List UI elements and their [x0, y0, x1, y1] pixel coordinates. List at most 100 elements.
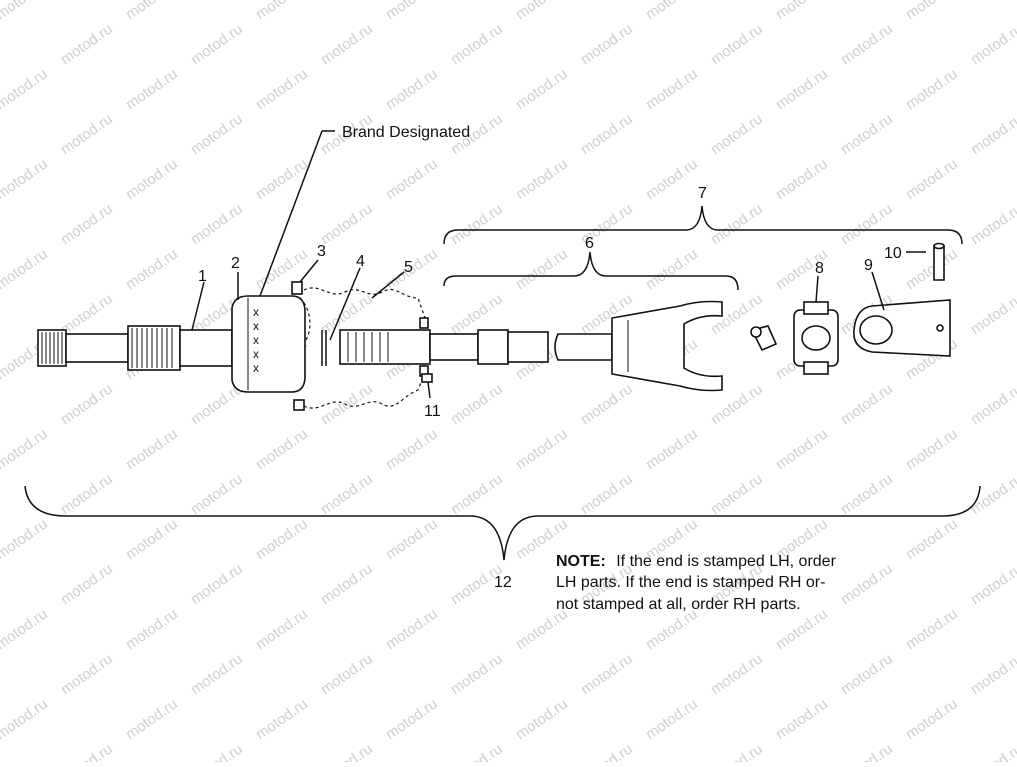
part-label-11: 11 — [424, 403, 441, 420]
watermark-text: motod.ru — [578, 20, 636, 68]
watermark-text: motod.ru — [58, 560, 116, 608]
part-label-7: 7 — [698, 185, 707, 202]
part-label-2: 2 — [231, 255, 240, 272]
watermark-text: motod.ru — [513, 0, 571, 23]
part-label-8: 8 — [815, 260, 824, 277]
watermark-text: motod.ru — [773, 65, 831, 113]
watermark-text: motod.ru — [123, 605, 181, 653]
watermark-text: motod.ru — [903, 695, 961, 743]
watermark-text: motod.ru — [448, 200, 506, 248]
watermark-text: motod.ru — [773, 155, 831, 203]
watermark-text: motod.ru — [968, 290, 1017, 338]
brand-designated-label: Brand Designated — [342, 124, 470, 141]
watermark-text: motod.ru — [123, 65, 181, 113]
part-9-yoke-flange — [853, 299, 951, 357]
note-bold: NOTE: — [556, 553, 606, 570]
watermark-text: motod.ru — [0, 515, 51, 563]
watermark-text: motod.ru — [58, 20, 116, 68]
watermark-text: motod.ru — [383, 515, 441, 563]
watermark-text: motod.ru — [513, 65, 571, 113]
part-label-12: 12 — [494, 574, 512, 591]
watermark-text: motod.ru — [903, 515, 961, 563]
watermark-text: motod.ru — [643, 695, 701, 743]
watermark-text: motod.ru — [58, 200, 116, 248]
watermark-text: motod.ru — [188, 110, 246, 158]
brace-12 — [24, 485, 981, 561]
watermark-text: motod.ru — [513, 425, 571, 473]
watermark-text: motod.ru — [708, 110, 766, 158]
watermark-text: motod.ru — [318, 470, 376, 518]
note-line-2: LH parts. If the end is stamped RH or- — [556, 574, 825, 591]
watermark-text: motod.ru — [578, 470, 636, 518]
watermark-text: motod.ru — [968, 110, 1017, 158]
watermark-text: motod.ru — [0, 425, 51, 473]
watermark-text: motod.ru — [188, 200, 246, 248]
watermark-text: motod.ru — [0, 245, 51, 293]
watermark-text: motod.ru — [123, 245, 181, 293]
watermark-text: motod.ru — [838, 380, 896, 428]
watermark-text: motod.ru — [123, 425, 181, 473]
watermark-text: motod.ru — [188, 470, 246, 518]
watermark-text: motod.ru — [903, 0, 961, 23]
watermark-text: motod.ru — [318, 200, 376, 248]
watermark-text: motod.ru — [58, 110, 116, 158]
watermark-text: motod.ru — [0, 0, 51, 23]
note-block: NOTE: If the end is stamped LH, order LH… — [556, 553, 837, 613]
part-label-6: 6 — [585, 235, 594, 252]
watermark-text: motod.ru — [968, 470, 1017, 518]
watermark-text: motod.ru — [578, 650, 636, 698]
watermark-text: motod.ru — [968, 650, 1017, 698]
watermark-text: motod.ru — [253, 425, 311, 473]
brace-6 — [443, 251, 739, 291]
watermark-text: motod.ru — [188, 740, 246, 762]
watermark-text: motod.ru — [903, 155, 961, 203]
watermark-text: motod.ru — [58, 380, 116, 428]
note-line-3: not stamped at all, order RH parts. — [556, 596, 801, 613]
part-label-9: 9 — [864, 257, 873, 274]
watermark-text: motod.ru — [578, 380, 636, 428]
watermark-text: motod.ru — [0, 605, 51, 653]
watermark-text: motod.ru — [123, 695, 181, 743]
watermark-text: motod.ru — [968, 560, 1017, 608]
brace-7 — [443, 205, 963, 245]
watermark-text: motod.ru — [708, 740, 766, 762]
watermark-text: motod.ru — [968, 380, 1017, 428]
watermark-text: motod.ru — [0, 155, 51, 203]
watermark-text: motod.ru — [318, 650, 376, 698]
part-8-cross-bearing — [750, 301, 839, 375]
watermark-text: motod.ru — [123, 515, 181, 563]
watermark-text: motod.ru — [708, 470, 766, 518]
part-label-1: 1 — [198, 268, 207, 285]
watermark-text: motod.ru — [253, 0, 311, 23]
watermark-text: motod.ru — [513, 155, 571, 203]
watermark-text: motod.ru — [968, 20, 1017, 68]
watermark-text: motod.ru — [513, 695, 571, 743]
watermark-text: motod.ru — [643, 0, 701, 23]
watermark-text: motod.ru — [448, 470, 506, 518]
watermark-text: motod.ru — [838, 650, 896, 698]
stamp-mark: x — [253, 347, 259, 361]
watermark-text: motod.ru — [838, 470, 896, 518]
leader-lines — [191, 130, 885, 399]
watermark-text: motod.ru — [643, 65, 701, 113]
watermark-text: motod.ru — [253, 155, 311, 203]
watermark-text: motod.ru — [253, 695, 311, 743]
watermark-text: motod.ru — [253, 515, 311, 563]
part-5-boot — [299, 287, 426, 409]
part-label-5: 5 — [404, 259, 413, 276]
watermark-text: motod.ru — [773, 0, 831, 23]
watermark-text: motod.ru — [0, 65, 51, 113]
watermark-text: motod.ru — [253, 65, 311, 113]
stamp-mark: x — [253, 305, 259, 319]
watermark-text: motod.ru — [903, 425, 961, 473]
watermark-text: motod.ru — [903, 605, 961, 653]
watermark-text: motod.ru — [58, 650, 116, 698]
watermark-text: motod.ru — [708, 20, 766, 68]
part-3-boot-clamp — [291, 281, 305, 411]
part-4-snap-ring — [321, 330, 327, 366]
part-6-yoke-shaft — [339, 300, 723, 392]
watermark-text: motod.ru — [838, 740, 896, 762]
